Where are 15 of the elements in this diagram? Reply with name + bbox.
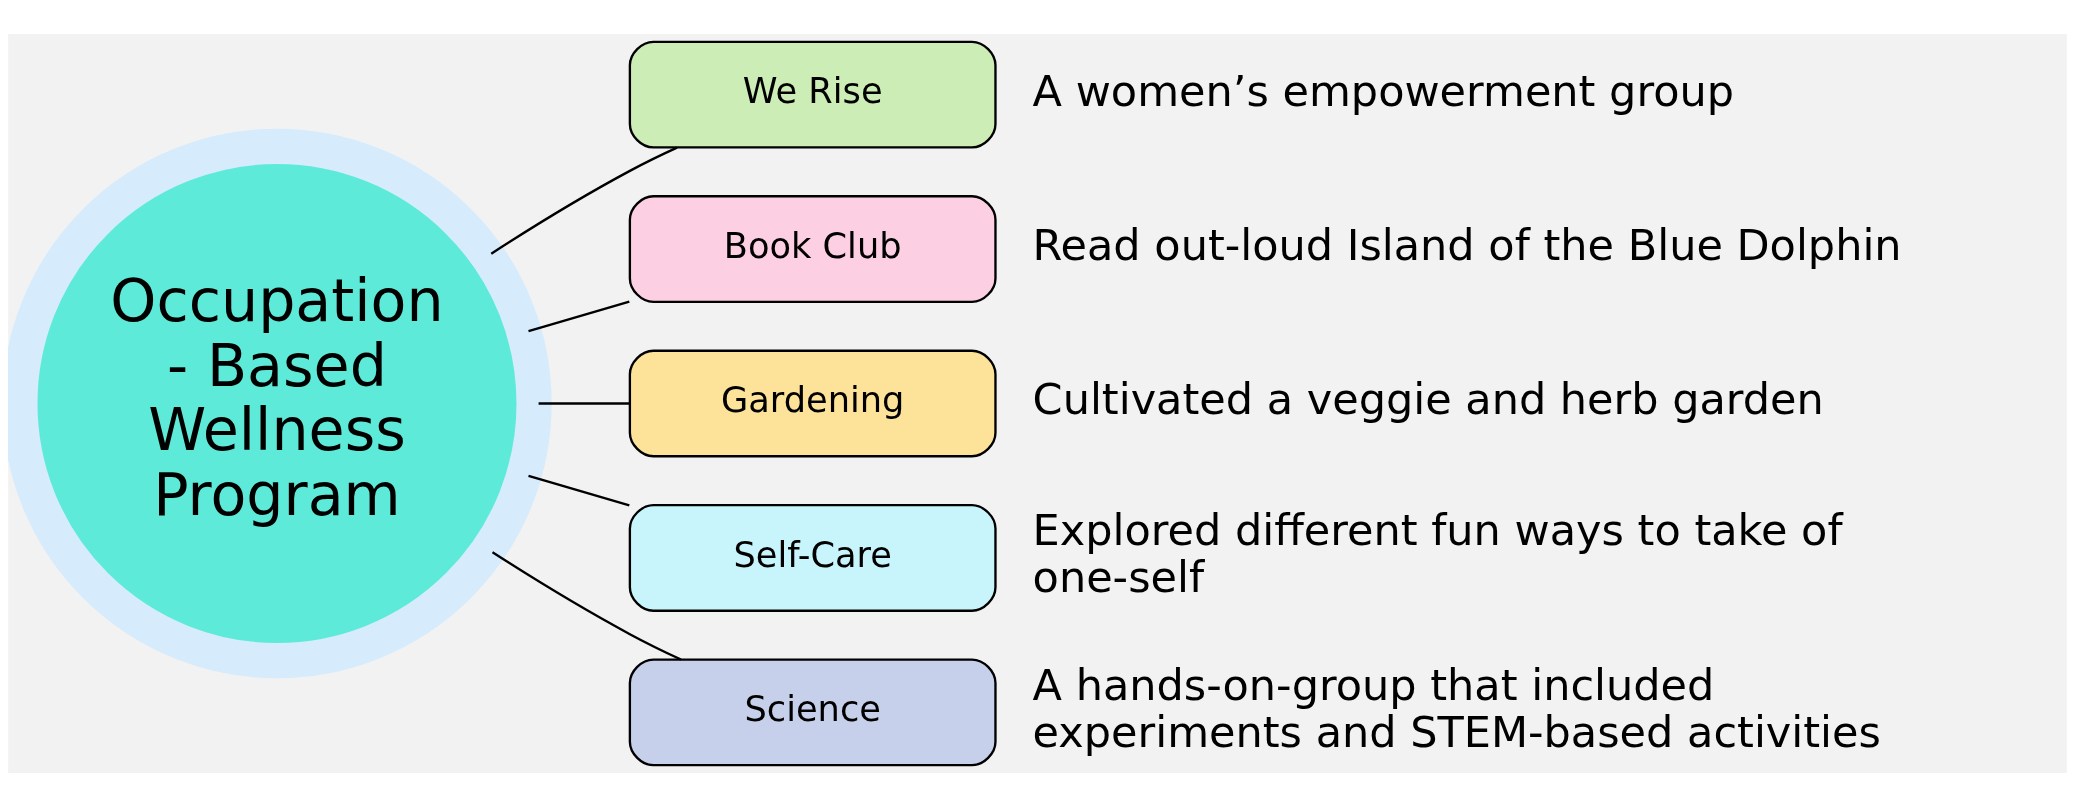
connector	[528, 474, 630, 506]
connector	[491, 550, 682, 661]
node-box: Science	[628, 657, 997, 766]
connector	[490, 146, 678, 255]
node-label: A hands-on-group that included experiments and STEM-based activities	[1032, 659, 1881, 757]
connector	[538, 401, 630, 405]
node-box: Book Club	[628, 194, 997, 303]
connector	[528, 300, 630, 332]
node-label: Cultivated a veggie and herb garden	[1032, 373, 1824, 424]
node-box: We Rise	[628, 40, 997, 149]
node-box: Self-Care	[628, 503, 997, 612]
node-label: Explored different fun ways to take of one-self	[1032, 504, 1843, 602]
node-label: A women’s empowerment group	[1032, 65, 1735, 116]
node-box: Gardening	[628, 349, 997, 457]
node-label: Read out-loud Island of the Blue Dolphin	[1032, 219, 1902, 270]
